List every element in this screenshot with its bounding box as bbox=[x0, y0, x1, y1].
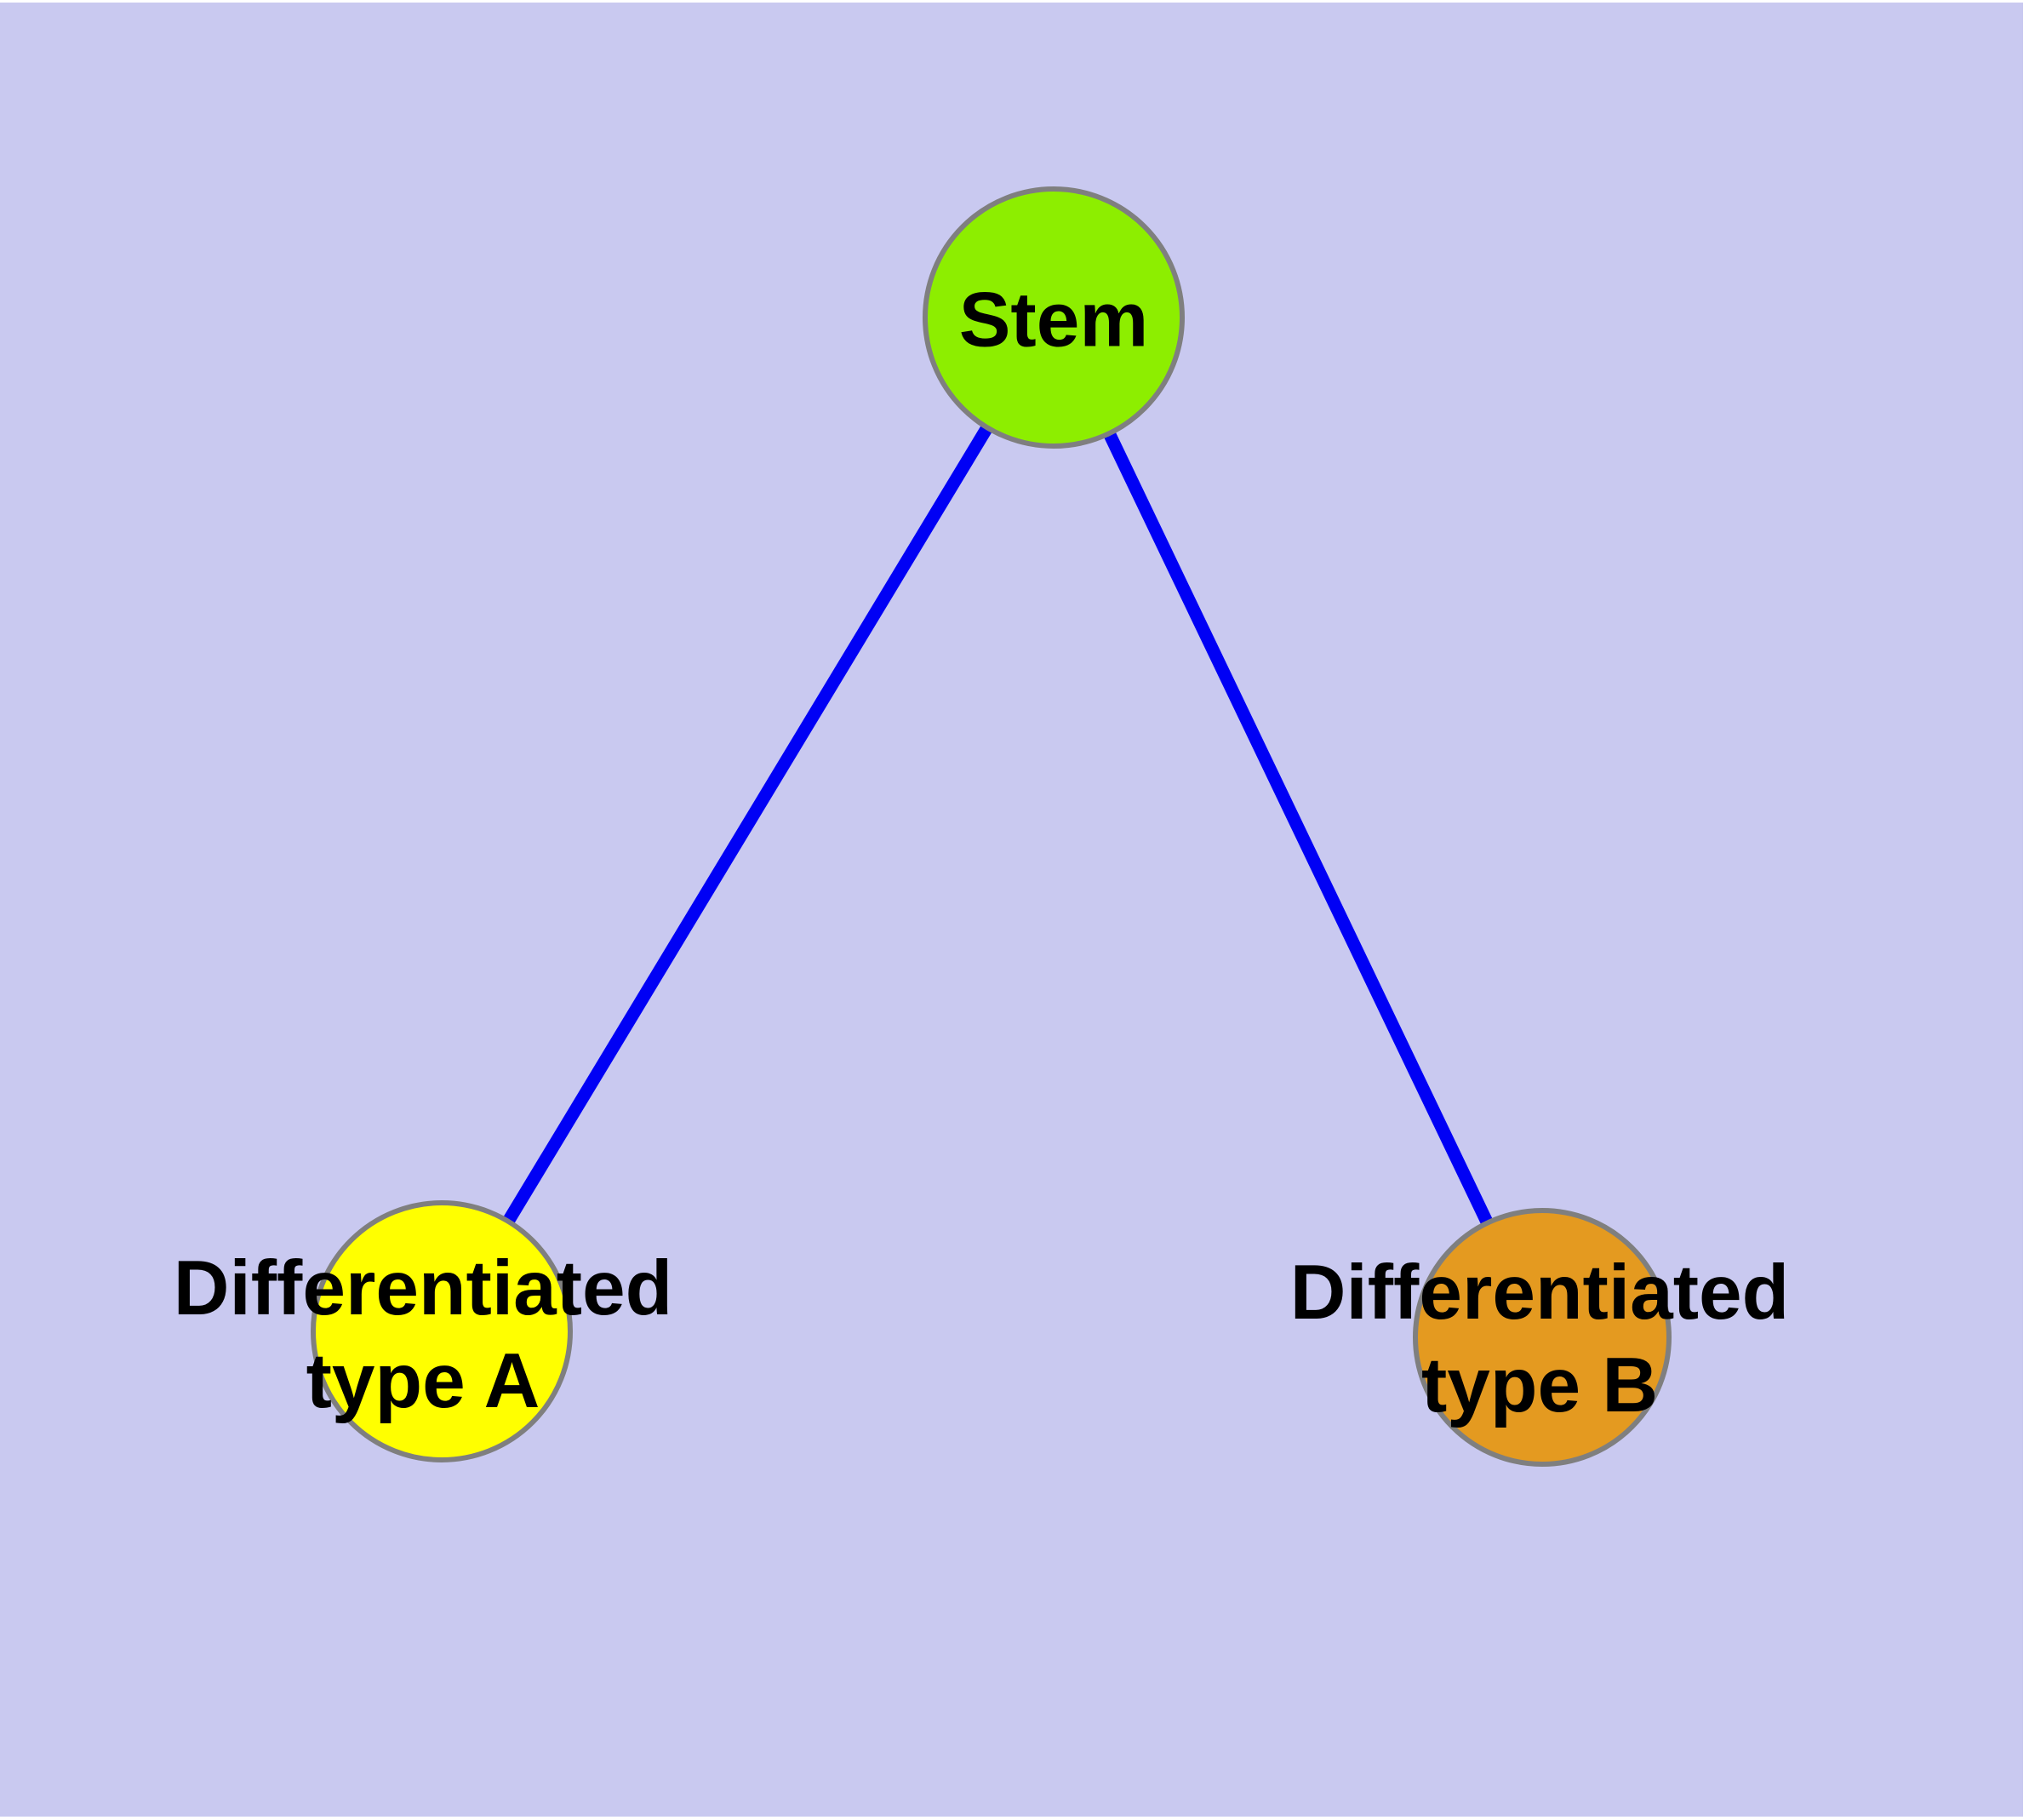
node-circle-stem bbox=[923, 186, 1185, 449]
node-label-line: type B bbox=[1420, 1342, 1659, 1428]
node-layer bbox=[311, 186, 1672, 1467]
edge-layer bbox=[436, 314, 1548, 1341]
node-label-stem: Stem bbox=[959, 273, 1149, 366]
edge-stem-to-differentiated-type-b bbox=[1048, 314, 1548, 1341]
node-label-differentiated-type-b: Differentiated type B bbox=[1290, 1246, 1790, 1432]
node-label-line: Differentiated bbox=[173, 1245, 673, 1331]
node-label-line: type A bbox=[306, 1338, 540, 1424]
node-circle-differentiated-type-a bbox=[311, 1200, 573, 1462]
node-circle-differentiated-type-b bbox=[1413, 1208, 1672, 1467]
node-label-differentiated-type-a: Differentiated type A bbox=[174, 1242, 673, 1428]
edge-stem-to-differentiated-type-a bbox=[436, 314, 1060, 1335]
node-label-line: Differentiated bbox=[1289, 1249, 1790, 1336]
node-label-line: Stem bbox=[958, 277, 1149, 363]
